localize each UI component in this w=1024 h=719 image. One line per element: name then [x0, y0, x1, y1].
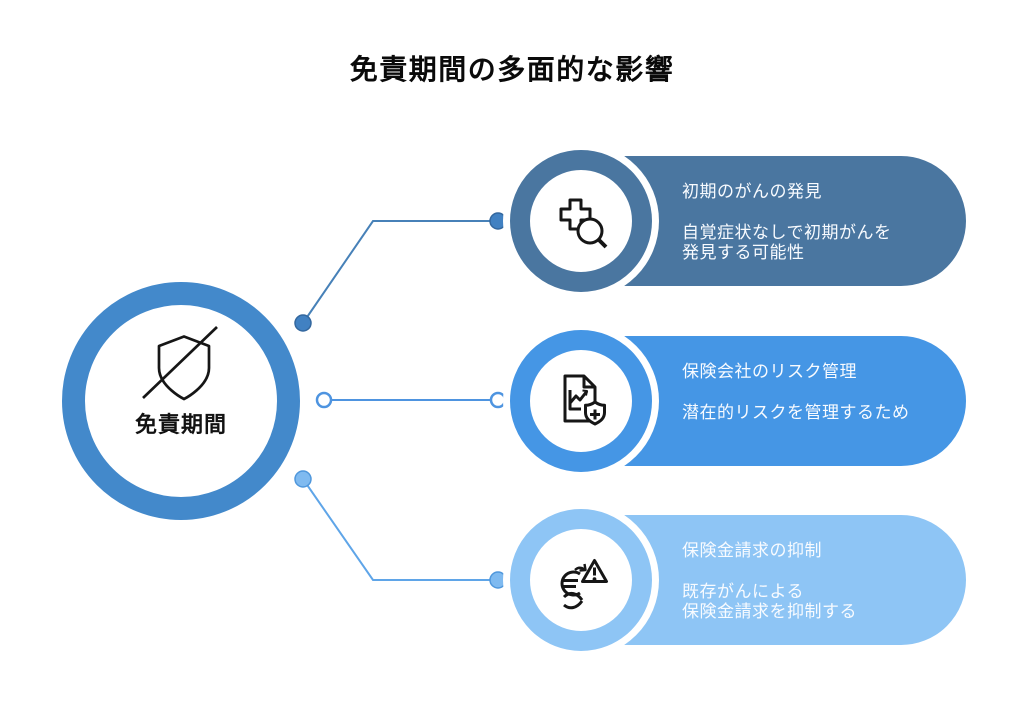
item-icon-circle	[510, 509, 652, 651]
page-title: 免責期間の多面的な影響	[349, 54, 675, 85]
item-card-body-line: 自覚症状なしで初期がんを	[682, 223, 892, 242]
item-card-title: 保険金請求の抑制	[682, 541, 822, 560]
item-row-early-detection: 初期のがんの発見 自覚症状なしで初期がんを 発見する可能性	[503, 143, 1024, 299]
claim-restriction-warning-icon	[560, 559, 608, 610]
item-card-body-line: 保険金請求を抑制する	[682, 602, 857, 621]
item-icon-circle	[510, 150, 652, 292]
shield-off-icon	[142, 326, 218, 401]
item-card-body-line: 発見する可能性	[682, 243, 805, 262]
hub-circle: 免責期間	[62, 282, 300, 520]
item-card-body: 潜在的リスクを管理するため	[682, 403, 946, 423]
item-icon-circle	[510, 330, 652, 472]
connector-row-1	[294, 212, 507, 332]
connector-row-3	[294, 470, 507, 589]
risk-document-shield-icon	[563, 374, 606, 426]
connector-row-2	[315, 391, 507, 409]
hub-label: 免責期間	[134, 412, 227, 437]
item-card-body: 既存がんによる 保険金請求を抑制する	[682, 582, 946, 622]
item-card-body-line: 潜在的リスクを管理するため	[682, 403, 910, 422]
item-card-title: 初期のがんの発見	[682, 182, 822, 201]
item-card-body-line: 既存がんによる	[682, 582, 804, 601]
item-row-claim-suppression: 保険金請求の抑制 既存がんによる 保険金請求を抑制する	[503, 502, 1024, 658]
item-card-body: 自覚症状なしで初期がんを 発見する可能性	[682, 223, 946, 263]
item-card-title: 保険会社のリスク管理	[682, 362, 857, 381]
medical-search-icon	[559, 198, 608, 249]
item-row-risk-management: 保険会社のリスク管理 潜在的リスクを管理するため	[503, 323, 1024, 479]
